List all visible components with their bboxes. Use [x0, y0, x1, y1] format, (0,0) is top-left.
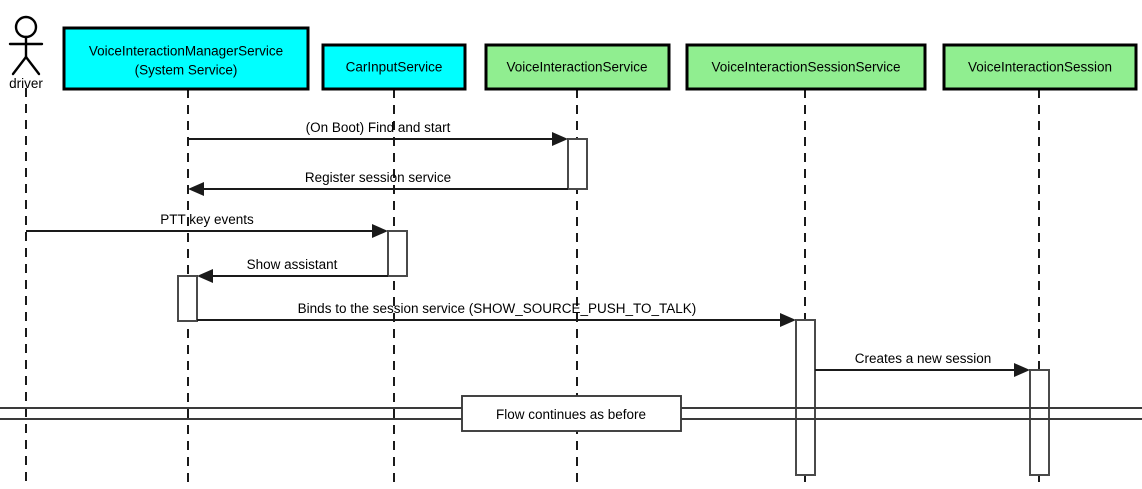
message-label: Binds to the session service (SHOW_SOURC…	[298, 301, 697, 316]
participant-box-vis[interactable]	[484, 43, 671, 91]
stick-figure-head-icon	[14, 15, 38, 39]
participant-label-vims-line2: (System Service)	[135, 63, 238, 78]
participant-label-vis: VoiceInteractionService	[506, 60, 647, 75]
participant-viss[interactable]: VoiceInteractionSessionService	[685, 43, 927, 91]
arrowhead-left-icon	[188, 182, 204, 196]
participant-label-viss: VoiceInteractionSessionService	[711, 60, 900, 75]
actor-driver[interactable]: driver	[8, 15, 43, 91]
message-on-boot-find-and-start[interactable]: (On Boot) Find and start	[188, 120, 568, 146]
message-label: PTT key events	[160, 212, 254, 227]
participant-carinput[interactable]: CarInputService	[321, 43, 467, 91]
message-label: Creates a new session	[855, 351, 992, 366]
activation-bar-viss	[795, 319, 816, 476]
participant-vims[interactable]: VoiceInteractionManagerService (System S…	[62, 26, 310, 91]
participant-label-vims-line1: VoiceInteractionManagerService	[89, 44, 283, 59]
arrowhead-right-icon	[1014, 363, 1030, 377]
activation-bar-carinput	[387, 230, 408, 277]
activation-bar-vise	[1029, 369, 1050, 476]
arrowhead-left-icon	[197, 269, 213, 283]
participant-label-carinput: CarInputService	[346, 60, 443, 75]
participant-box-carinput[interactable]	[321, 43, 467, 91]
delay-marker-flow-continues: Flow continues as before	[0, 395, 1142, 432]
message-label: Show assistant	[247, 257, 338, 272]
arrowhead-right-icon	[552, 132, 568, 146]
participant-box-vims[interactable]	[62, 26, 310, 91]
participant-vise[interactable]: VoiceInteractionSession	[942, 43, 1138, 91]
arrowhead-right-icon	[372, 224, 388, 238]
message-show-assistant[interactable]: Show assistant	[197, 257, 388, 283]
activation-bar-vis	[567, 138, 588, 190]
participant-vis[interactable]: VoiceInteractionService	[484, 43, 671, 91]
message-binds-to-session-service[interactable]: Binds to the session service (SHOW_SOURC…	[197, 301, 796, 327]
message-register-session-service[interactable]: Register session service	[188, 170, 568, 196]
delay-label-box	[461, 395, 682, 432]
stick-figure-left-leg-icon	[11, 55, 28, 76]
message-label: (On Boot) Find and start	[306, 120, 451, 135]
arrowhead-right-icon	[780, 313, 796, 327]
participant-box-viss[interactable]	[685, 43, 927, 91]
actor-label: driver	[9, 76, 43, 91]
message-label: Register session service	[305, 170, 451, 185]
message-ptt-key-events[interactable]: PTT key events	[26, 212, 388, 238]
activation-bars-group	[177, 138, 1050, 476]
participant-box-vise[interactable]	[942, 43, 1138, 91]
message-creates-a-new-session[interactable]: Creates a new session	[815, 351, 1030, 377]
activation-bar-vims	[177, 275, 198, 322]
delay-label: Flow continues as before	[496, 407, 646, 422]
participant-label-vise: VoiceInteractionSession	[968, 60, 1112, 75]
stick-figure-right-leg-icon	[24, 55, 41, 76]
